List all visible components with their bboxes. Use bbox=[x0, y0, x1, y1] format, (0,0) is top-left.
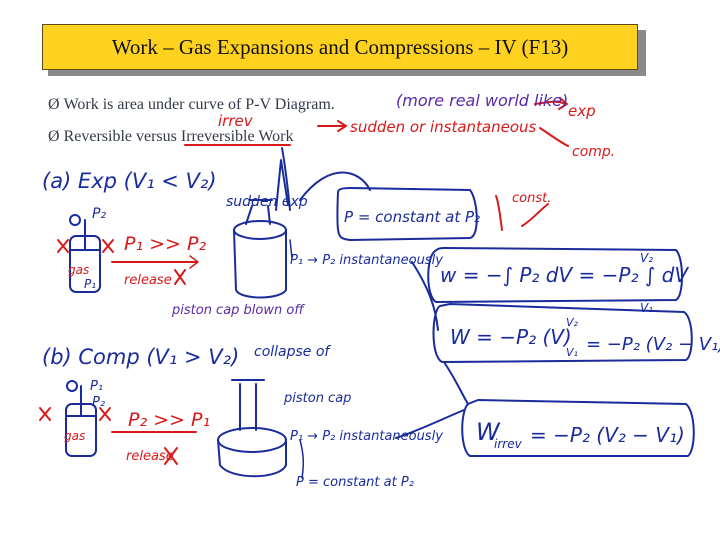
p1-to-p2-a: P₁ → P₂ instantaneously bbox=[290, 253, 443, 268]
part-b-label: (b) Comp (V₁ > V₂) bbox=[42, 345, 239, 369]
bullet-marker: Ø bbox=[48, 128, 60, 145]
p2-gg-p1: P₂ >> P₁ bbox=[128, 409, 210, 431]
w-irrev-rhs: = −P₂ (V₂ − V₁) bbox=[530, 423, 685, 447]
label-p1-a: P₁ bbox=[84, 277, 96, 291]
page-title: Work – Gas Expansions and Compressions –… bbox=[111, 34, 569, 59]
p-const-p2-a: P = constant at P₂ bbox=[344, 208, 480, 226]
bullet-text: Work is area under curve of P-V Diagram. bbox=[63, 96, 335, 113]
note-comp: comp. bbox=[572, 144, 615, 160]
bullet-text: Reversible versus Irreversible Work bbox=[63, 128, 294, 145]
collapse-of: collapse of bbox=[254, 344, 331, 360]
title-box: Work – Gas Expansions and Compressions –… bbox=[42, 24, 638, 70]
work-equation-1: w = −∫ P₂ dV = −P₂ ∫ dV bbox=[440, 263, 689, 287]
v1-subscript: V₁ bbox=[566, 346, 578, 359]
limit-top-1: V₂ bbox=[640, 251, 653, 265]
sudden-exp: sudden exp bbox=[226, 194, 308, 210]
part-a-label: (a) Exp (V₁ < V₂) bbox=[42, 169, 217, 193]
label-gas-b: gas bbox=[64, 429, 85, 443]
v2-superscript: V₂ bbox=[566, 316, 579, 329]
piston-cap-b: piston cap bbox=[283, 391, 351, 406]
note-exp: exp bbox=[568, 102, 596, 120]
p1-gg-p2: P₁ >> P₂ bbox=[124, 233, 206, 255]
limit-bot-1: V₁ bbox=[640, 301, 653, 315]
label-p2-a: P₂ bbox=[92, 206, 106, 222]
const-note: const. bbox=[512, 191, 551, 206]
bullet-marker: Ø bbox=[48, 96, 60, 113]
release-b: release bbox=[126, 449, 174, 464]
p-const-p2-b: P = constant at P₂ bbox=[296, 475, 414, 490]
work-equation-2-rhs: = −P₂ (V₂ − V₁) bbox=[586, 334, 720, 355]
note-sudden: sudden or instantaneous bbox=[350, 118, 537, 136]
p1-to-p2-b: P₁ → P₂ instantaneously bbox=[290, 429, 443, 444]
label-p2-b: P₂ bbox=[92, 395, 105, 410]
piston-cap-blown: piston cap blown off bbox=[171, 303, 305, 318]
w-irrev-subscript: irrev bbox=[494, 437, 523, 451]
note-real-world: (more real world like) bbox=[396, 91, 568, 110]
label-p1-b: P₁ bbox=[90, 379, 103, 394]
w-irrev: W bbox=[476, 418, 501, 446]
release-a: release bbox=[124, 273, 172, 288]
label-gas-a: gas bbox=[68, 263, 89, 277]
work-equation-2: W = −P₂ (V) bbox=[450, 325, 572, 349]
